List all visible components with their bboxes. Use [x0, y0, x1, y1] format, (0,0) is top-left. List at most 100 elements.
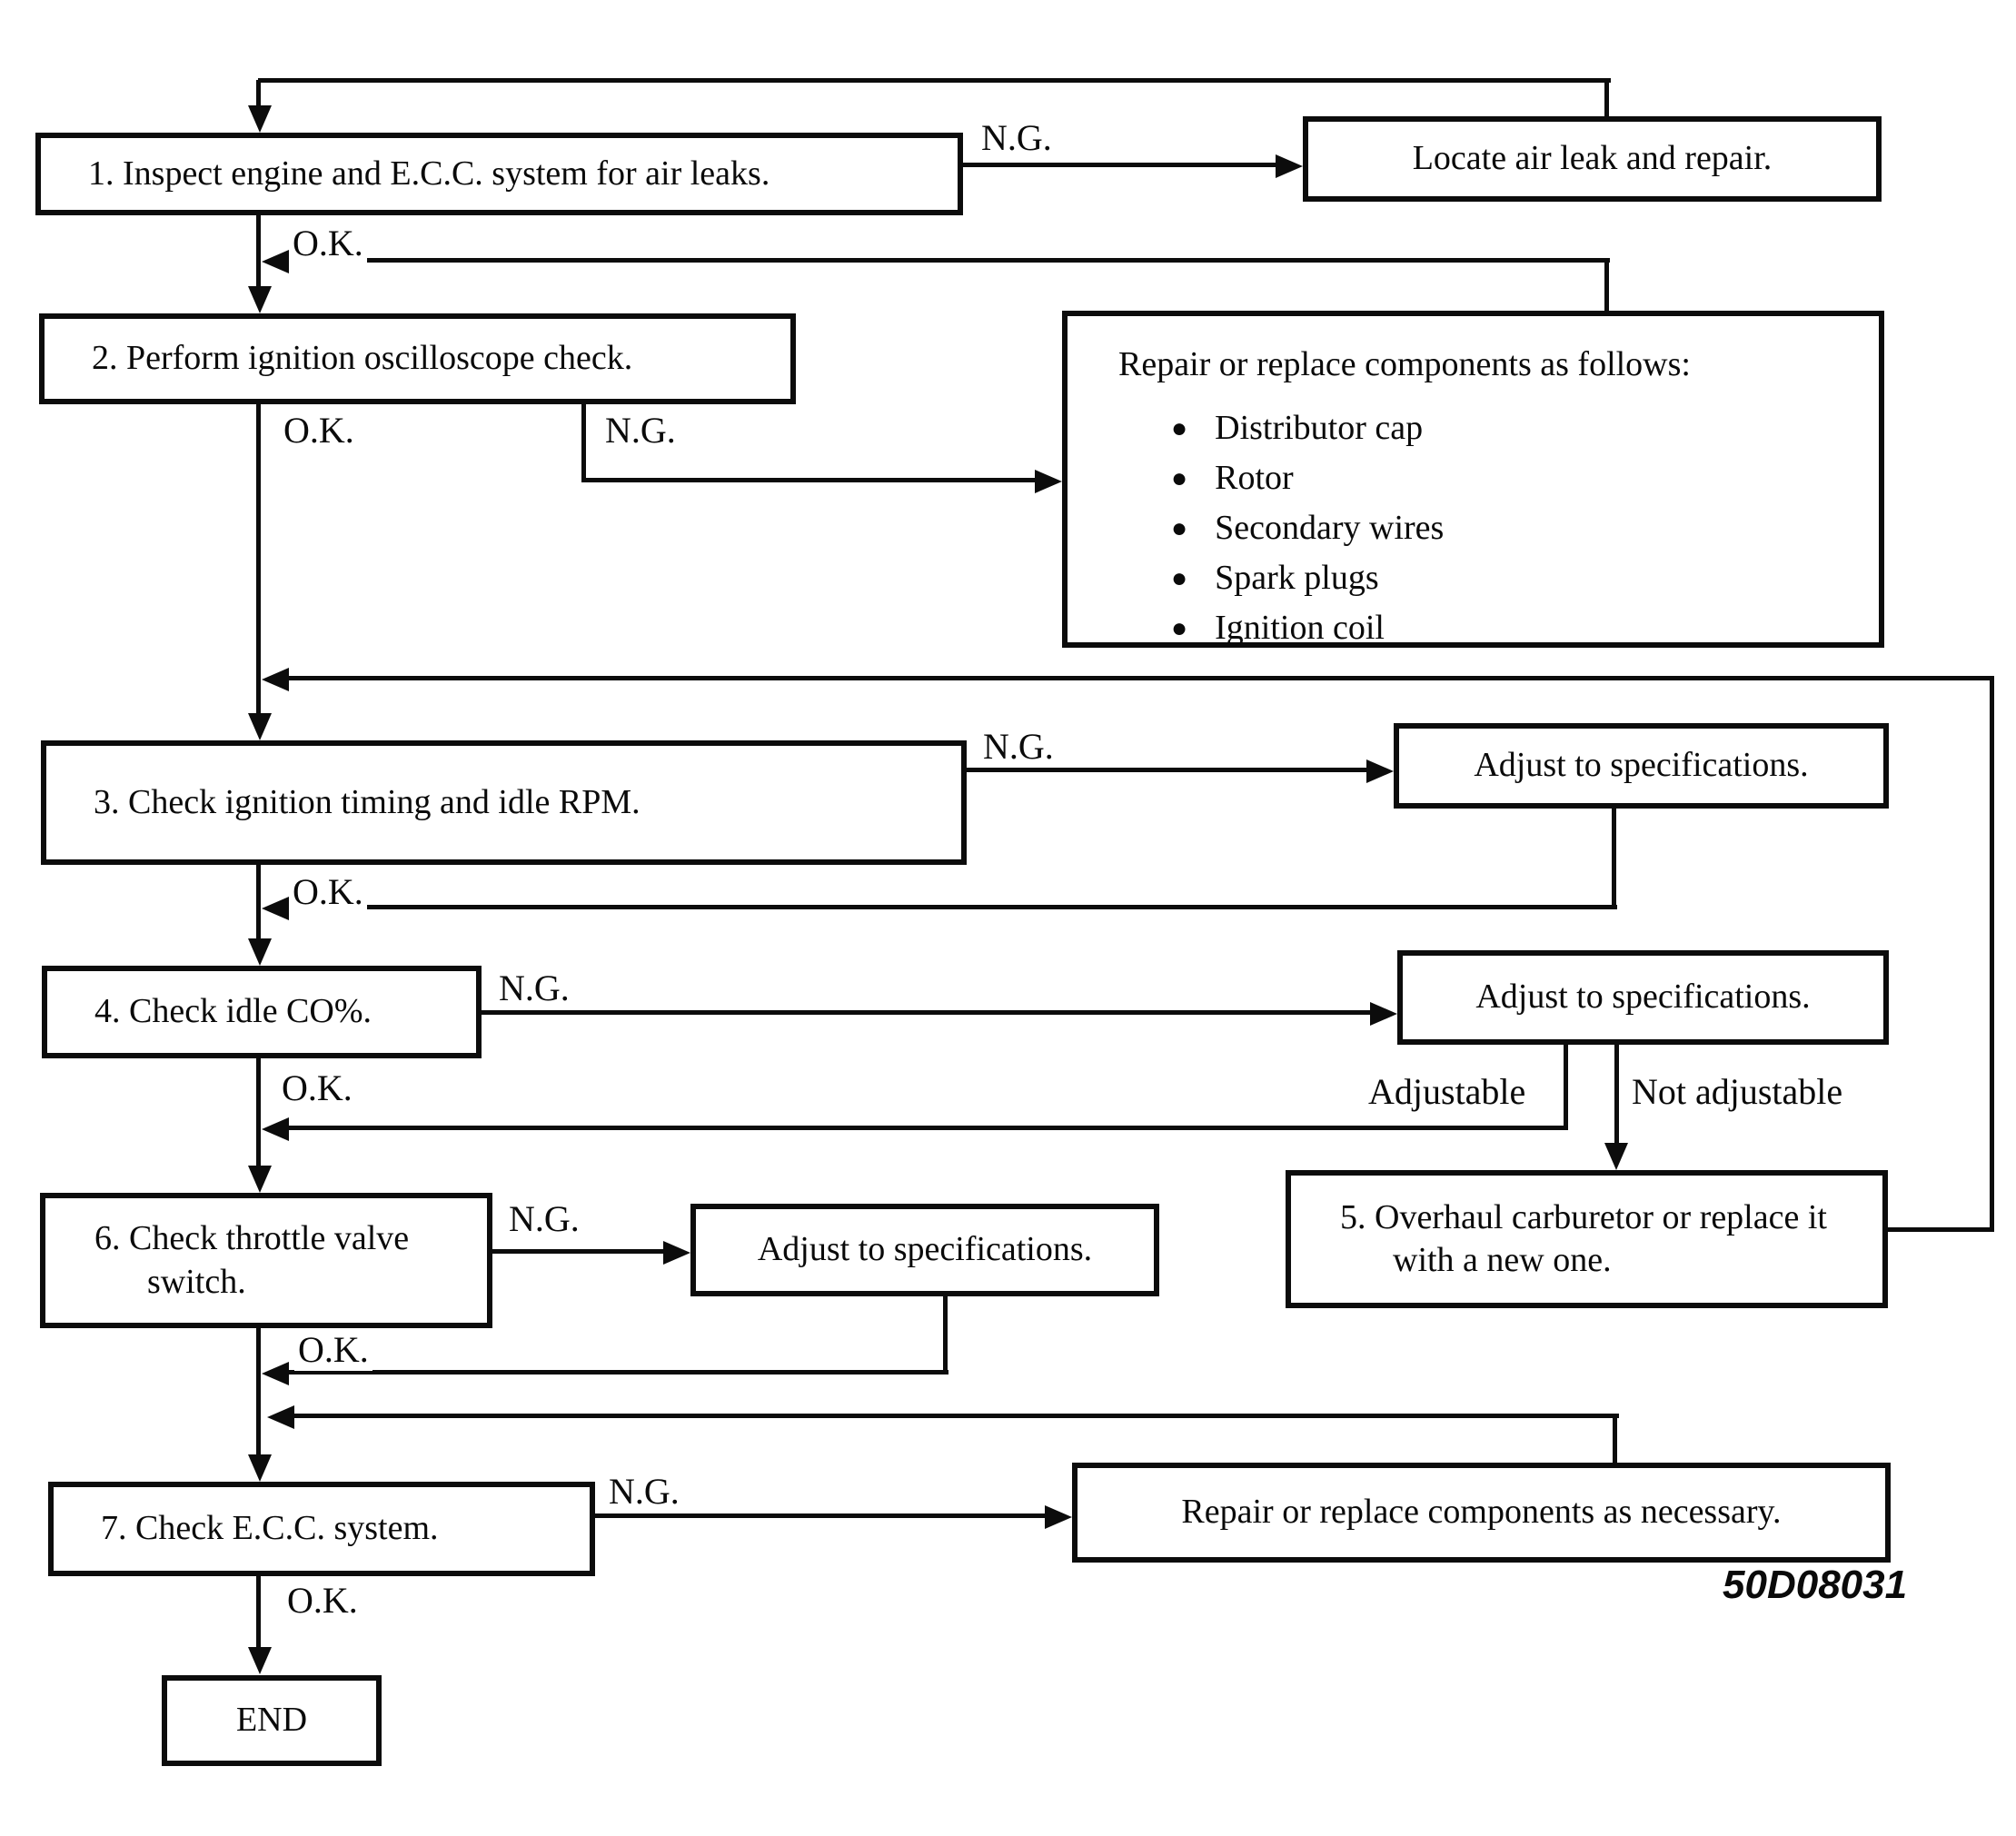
node-label: 2. Perform ignition oscilloscope check. — [92, 339, 633, 378]
arrowhead-down-icon — [1604, 1143, 1628, 1170]
connector-step5-out-line — [1886, 1227, 1994, 1232]
node-locate-air-leak: Locate air leak and repair. — [1303, 116, 1882, 202]
arrowhead-down-icon — [248, 713, 272, 740]
node-step7-ecc-system: 7. Check E.C.C. system. — [48, 1482, 595, 1576]
arrowhead-right-icon — [663, 1241, 690, 1265]
arrowhead-down-icon — [248, 938, 272, 966]
node-step1-inspect-air-leaks: 1. Inspect engine and E.C.C. system for … — [35, 133, 963, 215]
connector-spine-step7-end — [256, 1574, 261, 1651]
connector-spine-step6-step7 — [256, 1326, 261, 1458]
figure-code: 50D08031 — [1723, 1563, 1908, 1607]
node-repair-components-necessary: Repair or replace components as necessar… — [1072, 1463, 1891, 1563]
edge-label-ok-step4: O.K. — [278, 1067, 356, 1109]
arrowhead-left-icon — [262, 1362, 289, 1385]
connector-adjustable-drop — [1564, 1043, 1568, 1129]
connector-repair2-return-line — [289, 1414, 1619, 1418]
connector-repair1-return-line — [283, 258, 1610, 263]
list-item: ● Rotor — [1118, 453, 1294, 503]
node-label: 3. Check ignition timing and idle RPM. — [94, 782, 641, 821]
bullet-icon: ● — [1171, 562, 1188, 593]
list-item: ● Spark plugs — [1118, 553, 1379, 603]
bullet-icon: ● — [1171, 412, 1188, 443]
node-end: END — [162, 1675, 382, 1766]
arrowhead-right-icon — [1370, 1002, 1397, 1026]
edge-label-ok-step6: O.K. — [294, 1328, 372, 1371]
arrowhead-left-icon — [262, 250, 289, 273]
edge-label-ng-step7: N.G. — [605, 1470, 683, 1513]
arrowhead-right-icon — [1366, 759, 1394, 783]
edge-label-ng-step4: N.G. — [495, 967, 573, 1009]
connector-step1-entry-line — [256, 80, 261, 107]
node-label: Adjust to specifications. — [1475, 978, 1811, 1017]
node-label: 7. Check E.C.C. system. — [101, 1509, 439, 1548]
list-item: ● Distributor cap — [1118, 403, 1423, 453]
connector-spine-step4-step6 — [256, 1057, 261, 1169]
list-item: ● Secondary wires — [1118, 503, 1444, 553]
arrowhead-left-icon — [262, 1117, 289, 1141]
connector-repair2-return-riser — [1613, 1414, 1617, 1466]
connector-step5-return-line — [283, 676, 1994, 680]
connector-spine-step1-step2 — [256, 213, 261, 288]
node-label: 6. Check throttle valve switch. — [94, 1219, 410, 1301]
connector-top-feedback-line — [258, 78, 1611, 83]
node-label: Adjust to specifications. — [1474, 746, 1809, 785]
arrowhead-right-icon — [1045, 1505, 1072, 1529]
connector-adjust-throttle-drop — [943, 1295, 948, 1374]
edge-label-ng-step6: N.G. — [505, 1197, 583, 1240]
node-adjust-specs-throttle: Adjust to specifications. — [690, 1204, 1159, 1296]
node-label: Adjust to specifications. — [757, 1230, 1093, 1269]
node-step2-ignition-oscilloscope: 2. Perform ignition oscilloscope check. — [39, 313, 796, 404]
arrowhead-right-icon — [1035, 470, 1062, 493]
connector-adjust-timing-return-line — [283, 905, 1617, 909]
node-label: Locate air leak and repair. — [1412, 139, 1773, 178]
edge-label-ok-step1: O.K. — [289, 222, 367, 264]
node-label: 1. Inspect engine and E.C.C. system for … — [88, 154, 770, 193]
connector-step7-ng-line — [593, 1513, 1048, 1518]
arrowhead-down-icon — [248, 1647, 272, 1674]
arrowhead-left-icon — [267, 1405, 294, 1429]
edge-label-ok-step3: O.K. — [289, 870, 367, 913]
node-adjust-specs-co: Adjust to specifications. — [1397, 950, 1889, 1045]
bullet-icon: ● — [1171, 612, 1188, 643]
list-item-label: Distributor cap — [1215, 408, 1424, 447]
edge-label-ng-step2: N.G. — [601, 409, 680, 452]
connector-spine-step3-step4 — [256, 863, 261, 942]
edge-label-ng-step1: N.G. — [978, 116, 1056, 159]
connector-right-edge-riser — [1990, 676, 1994, 1232]
node-step4-idle-co: 4. Check idle CO%. — [42, 966, 482, 1058]
node-label: Repair or replace components as necessar… — [1181, 1493, 1782, 1532]
connector-step6-ng-line — [491, 1249, 667, 1254]
edge-label-ok-step7: O.K. — [283, 1579, 362, 1622]
arrowhead-down-icon — [248, 1166, 272, 1193]
connector-locate-return-line — [1604, 80, 1609, 120]
connector-step1-ng-line — [961, 163, 1279, 167]
node-step3-ignition-timing: 3. Check ignition timing and idle RPM. — [41, 740, 967, 865]
arrowhead-down-icon — [248, 105, 272, 133]
bullet-icon: ● — [1171, 462, 1188, 493]
arrowhead-left-icon — [262, 668, 289, 691]
node-step6-throttle-valve-switch: 6. Check throttle valve switch. — [40, 1193, 492, 1328]
node-label: Repair or replace components as follows: — [1118, 345, 1691, 383]
list-item-label: Ignition coil — [1215, 608, 1385, 647]
arrowhead-right-icon — [1276, 154, 1303, 178]
arrowhead-down-icon — [248, 286, 272, 313]
connector-step3-ng-line — [963, 768, 1370, 772]
node-label: END — [235, 1701, 308, 1740]
edge-label-adjustable: Adjustable — [1365, 1070, 1530, 1113]
node-repair-components-list: Repair or replace components as follows:… — [1062, 311, 1884, 648]
list-item: ● Ignition coil — [1118, 603, 1385, 653]
edge-label-ok-step2: O.K. — [280, 409, 358, 452]
arrowhead-down-icon — [248, 1454, 272, 1482]
connector-step2-ng-line — [581, 478, 1038, 482]
connector-adjustable-return-line — [283, 1126, 1568, 1130]
node-label: 4. Check idle CO%. — [94, 992, 372, 1031]
bullet-icon: ● — [1171, 512, 1188, 543]
connector-spine-step2-step3 — [256, 402, 261, 717]
node-step5-overhaul-carburetor: 5. Overhaul carburetor or replace it wit… — [1286, 1170, 1888, 1308]
connector-step2-ng-drop — [581, 402, 586, 482]
connector-repair1-return-riser — [1604, 258, 1609, 314]
connector-adjust-throttle-return-line — [283, 1370, 948, 1375]
node-label: 5. Overhaul carburetor or replace it wit… — [1340, 1197, 1827, 1280]
list-item-label: Secondary wires — [1215, 508, 1445, 547]
connector-step4-ng-line — [480, 1010, 1374, 1015]
